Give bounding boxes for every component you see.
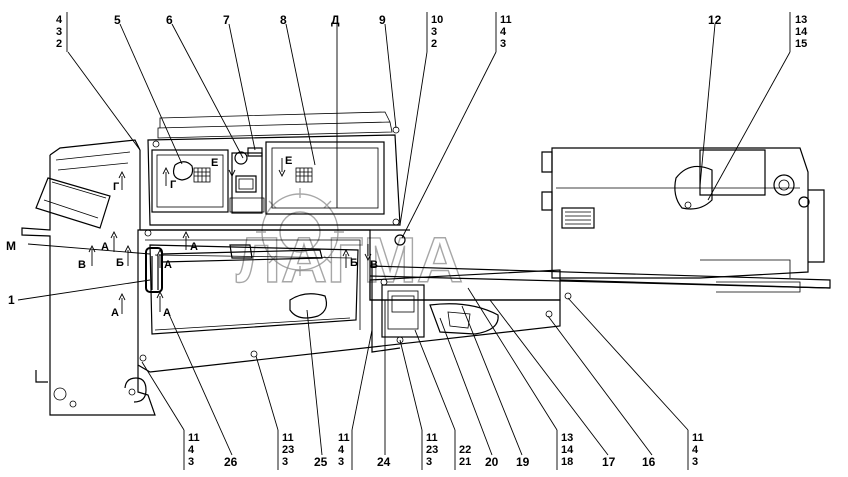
stack-bot-11-4-3-c: 11 4 3 bbox=[692, 432, 704, 468]
stack-bot-22-21: 22 21 bbox=[459, 444, 471, 468]
view-labels: Г Г Е Е А А А А А Б Б В В bbox=[78, 155, 378, 319]
stack-line: 3 bbox=[188, 456, 194, 468]
view-label-B: Б bbox=[116, 257, 124, 269]
stack-line: 18 bbox=[561, 456, 573, 468]
lower-door bbox=[149, 244, 359, 335]
stack-line: 21 bbox=[459, 456, 471, 468]
stack-line: 11 bbox=[692, 432, 704, 444]
stack-line: 4 bbox=[188, 444, 195, 456]
right-hatch-panel bbox=[265, 141, 385, 215]
view-label-A: А bbox=[163, 307, 171, 319]
callout-25: 25 bbox=[314, 455, 328, 469]
stack-line: 14 bbox=[561, 444, 574, 456]
container-unit bbox=[541, 147, 825, 293]
stack-line: 3 bbox=[426, 456, 432, 468]
stack-line: 4 bbox=[338, 444, 345, 456]
stack-line: 3 bbox=[692, 456, 698, 468]
stack-line: 23 bbox=[426, 444, 438, 456]
callout-16: 16 bbox=[642, 455, 656, 469]
callout-M: М bbox=[6, 239, 16, 253]
stack-line: 22 bbox=[459, 444, 471, 456]
stack-line: 11 bbox=[282, 432, 294, 444]
stacked-callouts: 4 3 2 10 3 2 11 4 3 13 14 15 11 4 3 11 2… bbox=[56, 14, 808, 468]
callout-7: 7 bbox=[223, 13, 230, 27]
stack-line: 13 bbox=[795, 14, 807, 26]
view-label-G: Г bbox=[113, 181, 120, 193]
stack-bot-11-4-3-a: 11 4 3 bbox=[188, 432, 200, 468]
view-label-V: В bbox=[370, 259, 378, 271]
door-handle bbox=[145, 247, 323, 293]
stack-bot-11-4-3-b: 11 4 3 bbox=[338, 432, 350, 468]
stack-top-10-3-2: 10 3 2 bbox=[431, 14, 443, 50]
stack-line: 15 bbox=[795, 38, 807, 50]
stack-line: 14 bbox=[795, 26, 808, 38]
stack-bars bbox=[66, 12, 791, 470]
view-label-B: Б bbox=[350, 257, 358, 269]
callout-12: 12 bbox=[708, 13, 722, 27]
callout-6: 6 bbox=[166, 13, 173, 27]
left-hatch-panel bbox=[151, 149, 229, 213]
section-arrows bbox=[88, 158, 372, 314]
stack-line: 11 bbox=[500, 14, 512, 26]
stack-line: 10 bbox=[431, 14, 443, 26]
stack-line: 2 bbox=[431, 38, 437, 50]
stack-line: 11 bbox=[338, 432, 350, 444]
callout-20: 20 bbox=[485, 455, 499, 469]
watermark-gear-icon bbox=[256, 188, 344, 276]
stack-line: 2 bbox=[56, 38, 62, 50]
stack-line: 3 bbox=[500, 38, 506, 50]
view-label-V: В bbox=[78, 259, 86, 271]
callout-D: Д bbox=[331, 13, 340, 27]
stack-top-4-3-2: 4 3 2 bbox=[56, 14, 63, 50]
view-label-E: Е bbox=[285, 155, 292, 167]
callout-numbers: 5 6 7 8 Д 9 12 М 1 26 25 24 20 19 17 16 bbox=[6, 13, 722, 469]
callout-1: 1 bbox=[8, 293, 15, 307]
view-label-A: А bbox=[164, 259, 172, 271]
stack-line: 13 bbox=[561, 432, 573, 444]
callout-9: 9 bbox=[379, 13, 386, 27]
cab-front-outline bbox=[21, 139, 156, 416]
view-label-A: А bbox=[101, 241, 109, 253]
view-label-A: А bbox=[190, 241, 198, 253]
stack-line: 3 bbox=[56, 26, 62, 38]
callout-26: 26 bbox=[224, 455, 238, 469]
callout-8: 8 bbox=[280, 13, 287, 27]
stack-line: 4 bbox=[692, 444, 699, 456]
stack-top-11-4-3: 11 4 3 bbox=[500, 14, 512, 50]
callout-24: 24 bbox=[377, 455, 391, 469]
stack-bot-13-14-18: 13 14 18 bbox=[561, 432, 574, 468]
view-label-G: Г bbox=[170, 179, 177, 191]
middle-tank-box bbox=[369, 234, 561, 353]
callout-19: 19 bbox=[516, 455, 530, 469]
stack-bot-11-23-3-b: 11 23 3 bbox=[426, 432, 438, 468]
body-side-panel bbox=[137, 150, 561, 373]
callout-5: 5 bbox=[114, 13, 121, 27]
center-latch-block bbox=[229, 147, 265, 214]
view-label-E: Е bbox=[211, 157, 218, 169]
stack-line: 4 bbox=[56, 14, 63, 26]
mirror-bracket bbox=[35, 177, 111, 229]
stack-top-13-14-15: 13 14 15 bbox=[795, 14, 808, 50]
stack-line: 4 bbox=[500, 26, 507, 38]
callout-17: 17 bbox=[602, 455, 616, 469]
frame-rail bbox=[369, 265, 831, 300]
stack-line: 3 bbox=[431, 26, 437, 38]
stack-bot-11-23-3-a: 11 23 3 bbox=[282, 432, 294, 468]
stack-line: 11 bbox=[188, 432, 200, 444]
stack-line: 23 bbox=[282, 444, 294, 456]
stack-line: 11 bbox=[426, 432, 438, 444]
leader-lines bbox=[17, 23, 791, 456]
stack-line: 3 bbox=[282, 456, 288, 468]
view-label-A: А bbox=[111, 307, 119, 319]
stack-line: 3 bbox=[338, 456, 344, 468]
